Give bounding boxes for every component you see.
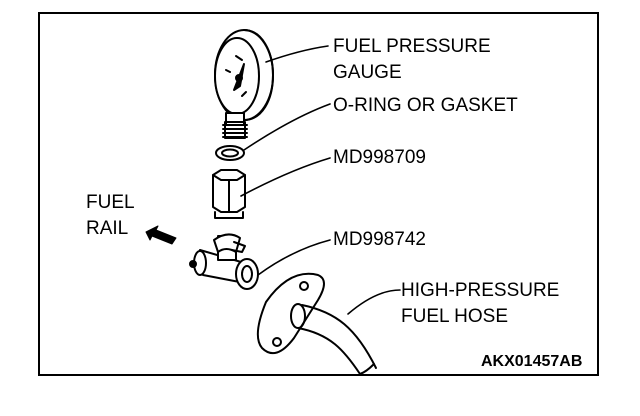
o-ring (215, 145, 245, 161)
label-fuel-pressure-gauge: FUEL PRESSURE GAUGE (333, 34, 491, 86)
label-fuel-rail-line2: RAIL (86, 218, 129, 239)
label-high-pressure-fuel-hose-line1: HIGH-PRESSURE (401, 280, 560, 301)
adapter-md998709 (212, 169, 246, 219)
label-high-pressure-fuel-hose: HIGH-PRESSURE FUEL HOSE (401, 278, 559, 330)
label-md998742: MD998742 (333, 229, 426, 250)
label-fuel-rail: FUEL RAIL (86, 190, 135, 242)
figure-code: AKX01457AB (481, 353, 583, 370)
label-fuel-pressure-gauge-line2: GAUGE (333, 62, 402, 83)
label-fuel-rail-line1: FUEL (86, 192, 135, 213)
fuel-rail-arrow (145, 225, 177, 245)
label-high-pressure-fuel-hose-line2: FUEL HOSE (401, 306, 508, 327)
adapter-md998742 (189, 233, 259, 290)
high-pressure-fuel-hose (256, 272, 377, 375)
label-fuel-pressure-gauge-line1: FUEL PRESSURE (333, 36, 491, 57)
leader-lines (240, 45, 401, 315)
label-o-ring: O-RING OR GASKET (333, 95, 518, 116)
label-md998709: MD998709 (333, 147, 426, 168)
fuel-pressure-gauge (214, 29, 274, 139)
diagram-frame (38, 12, 599, 376)
